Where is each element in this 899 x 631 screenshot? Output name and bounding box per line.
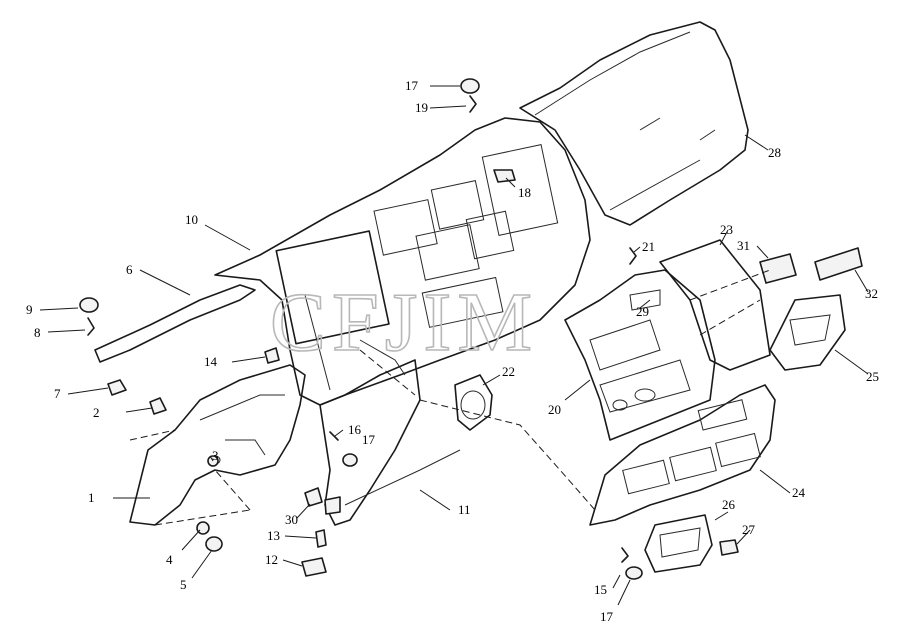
- callout-labels: 1 2 3 4 5 6 7 8 9 10 11 12 13 14 15 16 1…: [26, 78, 879, 624]
- callout-17-center: 17: [362, 432, 376, 447]
- callout-16: 16: [348, 422, 362, 437]
- callout-15: 15: [594, 582, 607, 597]
- part-22-round-vent: [454, 374, 493, 431]
- callout-24: 24: [792, 485, 806, 500]
- callout-9: 9: [26, 302, 33, 317]
- callout-17-bottom: 17: [600, 609, 614, 624]
- callout-2: 2: [93, 405, 100, 420]
- parts-29-21: [629, 247, 661, 311]
- callout-29: 29: [636, 304, 649, 319]
- callout-6: 6: [126, 262, 133, 277]
- part-25-vent-box: [769, 294, 846, 371]
- fasteners-left: [79, 297, 127, 396]
- callout-1: 1: [88, 490, 95, 505]
- callout-5: 5: [180, 577, 187, 592]
- callout-3: 3: [212, 448, 219, 463]
- callout-13: 13: [267, 528, 280, 543]
- callout-32: 32: [865, 286, 878, 301]
- callout-23: 23: [720, 222, 733, 237]
- callout-25: 25: [866, 369, 879, 384]
- leader-lines: [39, 85, 869, 606]
- callout-10: 10: [185, 212, 198, 227]
- callout-4: 4: [166, 552, 173, 567]
- callout-17-top: 17: [405, 78, 419, 93]
- watermark-text: CFJIM: [270, 276, 538, 369]
- assembly-dashed-lines: [129, 269, 771, 526]
- part-28-top-cover: [519, 21, 749, 226]
- callout-22: 22: [502, 364, 515, 379]
- part-23-console-side: [659, 239, 771, 371]
- part-10-main-dashboard: [214, 117, 591, 406]
- fasteners-bottom-right: [621, 539, 739, 580]
- callout-27: 27: [742, 522, 756, 537]
- part-2-bracket: [149, 397, 167, 415]
- part-26-lower-box: [644, 514, 713, 573]
- callout-11: 11: [458, 502, 471, 517]
- part-14-clip: [264, 347, 280, 364]
- part-32-switch-panel: [814, 247, 863, 281]
- part-1-lower-left-panel: [129, 364, 306, 526]
- screws-16-17: [329, 431, 358, 467]
- callout-18: 18: [518, 185, 531, 200]
- parts-30-13-12: [301, 487, 341, 577]
- callout-20: 20: [548, 402, 561, 417]
- callout-31: 31: [737, 238, 750, 253]
- callout-26: 26: [722, 497, 736, 512]
- part-20-center-console: [564, 269, 716, 441]
- callout-8: 8: [34, 325, 41, 340]
- part-24-lower-console: [589, 384, 776, 526]
- parts-17-19-18-top: [460, 78, 516, 183]
- callout-30: 30: [285, 512, 298, 527]
- callout-12: 12: [265, 552, 278, 567]
- part-6-left-trim: [94, 284, 256, 363]
- part-11-lower-center-panel: [319, 359, 461, 526]
- callout-28: 28: [768, 145, 781, 160]
- callout-19: 19: [415, 100, 428, 115]
- callout-21: 21: [642, 239, 655, 254]
- part-31-switch: [759, 253, 797, 284]
- callout-14: 14: [204, 354, 218, 369]
- callout-7: 7: [54, 386, 61, 401]
